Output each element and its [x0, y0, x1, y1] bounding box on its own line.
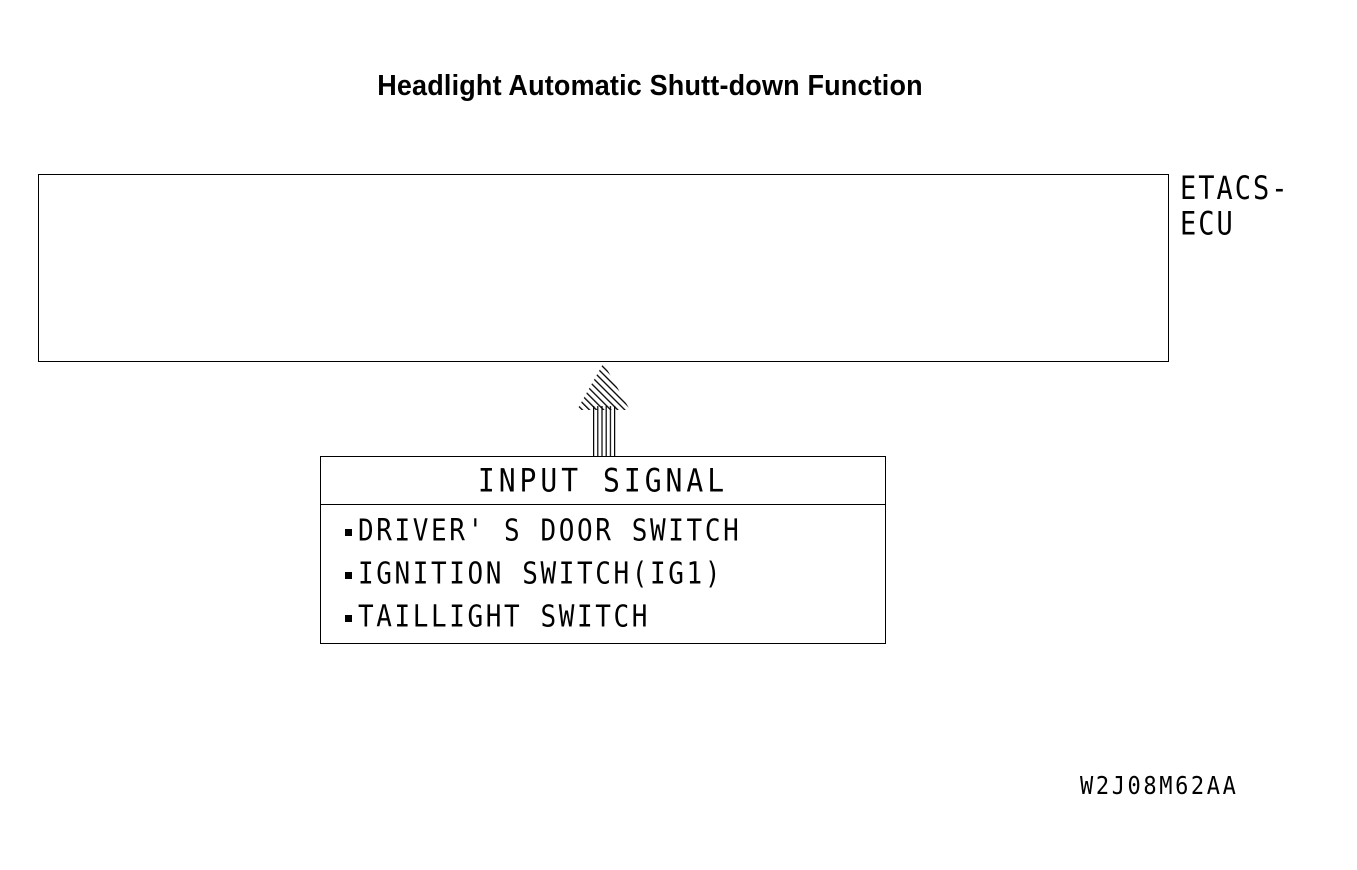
bullet-icon	[345, 614, 352, 622]
etacs-ecu-label-line1: ETACS-	[1180, 170, 1290, 208]
etacs-ecu-label-line2: ECU	[1180, 206, 1235, 243]
etacs-ecu-box	[38, 174, 1169, 362]
arrow-up-icon	[577, 363, 630, 458]
list-item: IGNITION SWITCH(IG1)	[345, 552, 865, 595]
input-signal-list: DRIVER' S DOOR SWITCH IGNITION SWITCH(IG…	[345, 509, 865, 638]
list-item-label: TAILLIGHT SWITCH	[358, 599, 651, 634]
list-item: DRIVER' S DOOR SWITCH	[345, 509, 865, 552]
bullet-icon	[345, 528, 352, 536]
etacs-ecu-label: ETACS- ECU	[1180, 170, 1290, 243]
bullet-icon	[345, 571, 352, 579]
list-item-label: IGNITION SWITCH(IG1)	[358, 556, 724, 591]
list-item: TAILLIGHT SWITCH	[345, 595, 865, 638]
list-item-label: DRIVER' S DOOR SWITCH	[358, 513, 742, 548]
drawing-number: W2J08M62AA	[1080, 772, 1239, 801]
page-title: Headlight Automatic Shutt-down Function	[377, 70, 923, 102]
input-signal-header-text: INPUT SIGNAL	[477, 461, 729, 500]
input-signal-box: INPUT SIGNAL DRIVER' S DOOR SWITCH IGNIT…	[320, 456, 886, 644]
input-signal-header: INPUT SIGNAL	[321, 457, 885, 505]
input-signal-arrow-up	[572, 358, 638, 458]
